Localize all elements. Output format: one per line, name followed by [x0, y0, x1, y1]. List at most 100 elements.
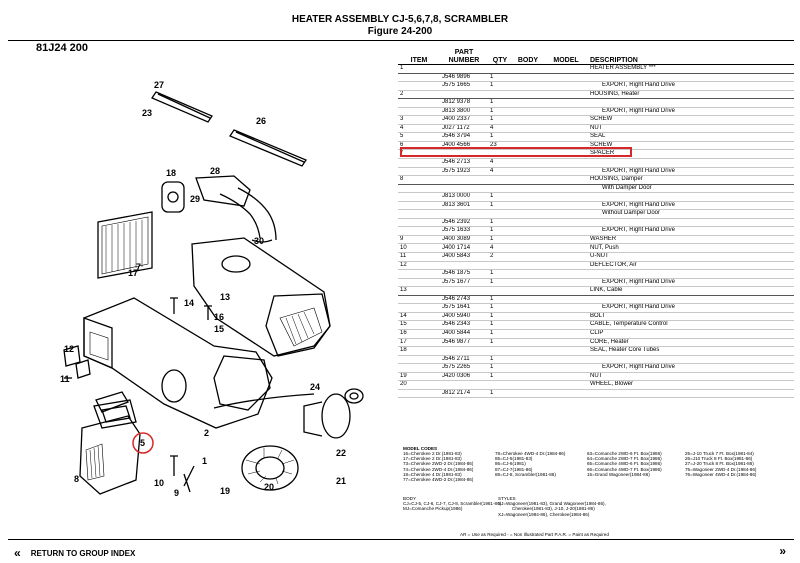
- cell-empty: [512, 303, 544, 313]
- cell-desc: CLIP: [588, 329, 794, 339]
- cell-qty: 2: [488, 252, 512, 262]
- legend-note: AR = Use as Required - = Non Illustrated…: [460, 532, 609, 537]
- cell-desc: [588, 73, 794, 83]
- cell-item: [398, 295, 440, 305]
- cell-empty: [512, 218, 544, 228]
- cell-empty: [544, 209, 588, 219]
- callout-11: 11: [60, 374, 70, 384]
- cell-item: [398, 201, 440, 211]
- cell-desc: SEAL, Heater Core Tubes: [588, 346, 794, 356]
- cell-desc: LINK, Cable: [588, 286, 794, 296]
- callout-20: 20: [264, 482, 274, 492]
- cell-desc: [588, 355, 794, 365]
- cell-qty: 1: [488, 303, 512, 313]
- cell-empty: [544, 389, 588, 399]
- cell-empty: [512, 73, 544, 83]
- cell-qty: [488, 346, 512, 356]
- callout-9: 9: [174, 488, 179, 496]
- cell-item: 12: [398, 261, 440, 271]
- cell-item: [398, 226, 440, 236]
- callout-14: 14: [184, 298, 194, 308]
- cell-desc: WASHER: [588, 235, 794, 245]
- cell-empty: [544, 115, 588, 125]
- cell-qty: 1: [488, 132, 512, 142]
- cell-empty: [544, 329, 588, 339]
- cell-empty: [544, 132, 588, 142]
- col-model: MODEL: [544, 41, 588, 65]
- model-codes-col-4: 25=J-10 Truck 7 Ft. Box(1981-84)26=J10 T…: [685, 451, 757, 477]
- cell-desc: EXPORT, Right Hand Drive: [588, 278, 794, 288]
- cell-empty: [544, 320, 588, 330]
- cell-item: 1: [398, 64, 440, 74]
- cell-desc: WHEEL, Blower: [588, 380, 794, 390]
- col-description: DESCRIPTION: [588, 41, 794, 65]
- cell-item: [398, 269, 440, 279]
- cell-qty: 1: [488, 320, 512, 330]
- col-qty: QTY: [488, 41, 512, 65]
- return-to-group-index-link[interactable]: « RETURN TO GROUP INDEX: [14, 546, 135, 560]
- cell-empty: [544, 269, 588, 279]
- double-chevron-left-icon[interactable]: «: [14, 546, 21, 560]
- cell-desc: SCREW: [588, 141, 794, 151]
- cell-desc: CABLE, Temperature Control: [588, 320, 794, 330]
- cell-empty: [544, 380, 588, 390]
- cell-part: J813 3601: [440, 201, 488, 211]
- cell-empty: [544, 184, 588, 194]
- cell-part: J546 1875: [440, 269, 488, 279]
- cell-qty: 23: [488, 141, 512, 151]
- cell-empty: [512, 346, 544, 356]
- callout-18: 18: [166, 168, 176, 178]
- cell-empty: [512, 269, 544, 279]
- cell-desc: [588, 158, 794, 168]
- cell-item: [398, 389, 440, 399]
- cell-empty: [544, 64, 588, 74]
- cell-qty: 1: [488, 372, 512, 382]
- cell-item: 4: [398, 124, 440, 134]
- cell-qty: [488, 64, 512, 74]
- cell-empty: [544, 338, 588, 348]
- cell-part: [440, 286, 488, 296]
- cell-item: 19: [398, 372, 440, 382]
- callout-8: 8: [74, 474, 79, 484]
- cell-qty: 1: [488, 278, 512, 288]
- cell-empty: [544, 226, 588, 236]
- cell-empty: [512, 115, 544, 125]
- cell-qty: 1: [488, 192, 512, 202]
- callout-21: 21: [336, 476, 346, 486]
- cell-qty: 1: [488, 329, 512, 339]
- cell-part: J575 1641: [440, 303, 488, 313]
- cell-qty: 1: [488, 235, 512, 245]
- cell-qty: 1: [488, 363, 512, 373]
- cell-part: J546 2343: [440, 320, 488, 330]
- cell-item: [398, 167, 440, 177]
- cell-desc: EXPORT, Right Hand Drive: [588, 226, 794, 236]
- callout-24: 24: [310, 382, 320, 392]
- cell-empty: [544, 243, 588, 254]
- cell-item: [398, 98, 440, 108]
- cell-part: J575 1923: [440, 167, 488, 177]
- cell-empty: [512, 175, 544, 185]
- cell-qty: [488, 286, 512, 296]
- callout-30: 30: [254, 236, 264, 246]
- cell-qty: 1: [488, 338, 512, 348]
- cell-item: 18: [398, 346, 440, 356]
- cell-item: [398, 209, 440, 219]
- cell-empty: [512, 389, 544, 399]
- cell-part: J575 1677: [440, 278, 488, 288]
- return-label[interactable]: RETURN TO GROUP INDEX: [30, 548, 136, 558]
- double-chevron-right-icon[interactable]: »: [779, 544, 786, 558]
- cell-desc: BOLT: [588, 312, 794, 322]
- cell-empty: [512, 295, 544, 305]
- cell-qty: 1: [488, 98, 512, 108]
